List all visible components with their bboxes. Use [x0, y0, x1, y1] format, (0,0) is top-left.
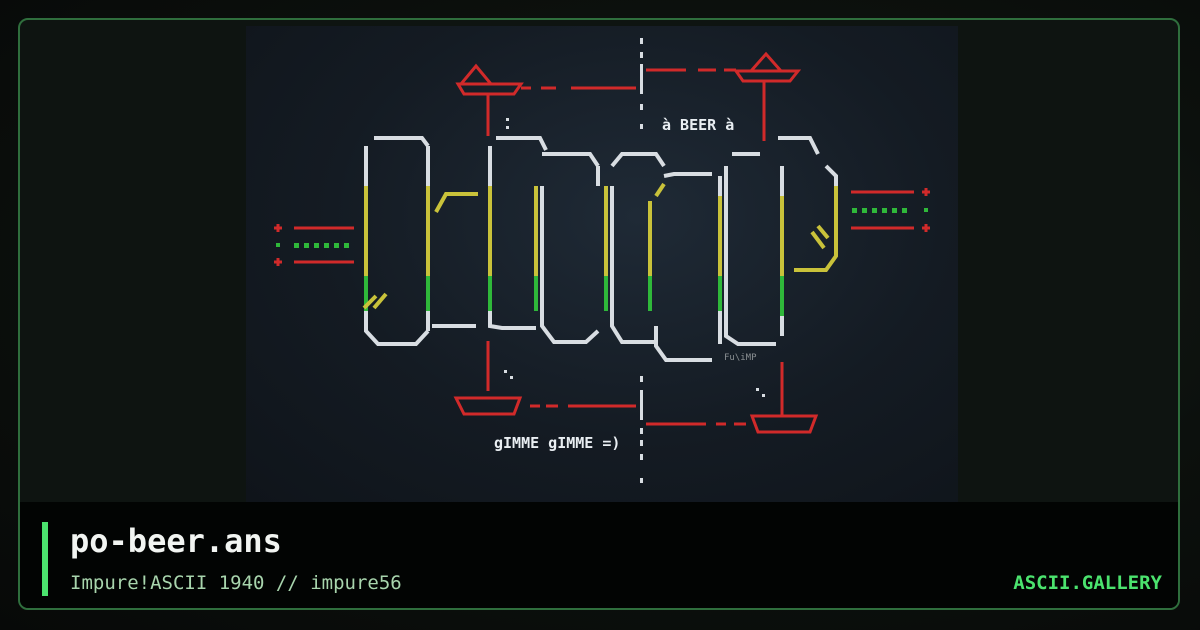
artwork-title[interactable]: po-beer.ans: [70, 522, 282, 560]
dot-accents: [504, 118, 765, 397]
ansi-art-preview[interactable]: à BEER à: [246, 26, 958, 502]
top-center-divider: [640, 38, 643, 129]
left-connector: [274, 224, 354, 266]
hat-top-left: [455, 63, 524, 136]
hat-bottom-left: [453, 341, 523, 416]
site-brand[interactable]: ASCII.GALLERY: [1013, 572, 1162, 594]
accent-bar: [42, 522, 48, 596]
right-connector: [851, 188, 930, 232]
ansi-art-canvas: à BEER à: [274, 38, 930, 483]
artist-signature: Fu\iMP: [724, 353, 757, 363]
card-footer: po-beer.ans Impure!ASCII 1940 // impure5…: [20, 502, 1178, 608]
hat-bottom-right: [749, 362, 819, 434]
bottom-center-divider: [640, 376, 643, 483]
top-caption: à BEER à: [662, 116, 734, 134]
artwork-credit: Impure!ASCII 1940 // impure56: [70, 572, 402, 594]
top-connectors: [521, 68, 736, 90]
bottom-caption: gIMME gIMME =): [494, 434, 620, 452]
cylinders: [362, 136, 838, 362]
bottom-connectors: [530, 404, 746, 426]
hat-top-right: [733, 51, 802, 141]
card-frame: à BEER à: [18, 18, 1180, 610]
